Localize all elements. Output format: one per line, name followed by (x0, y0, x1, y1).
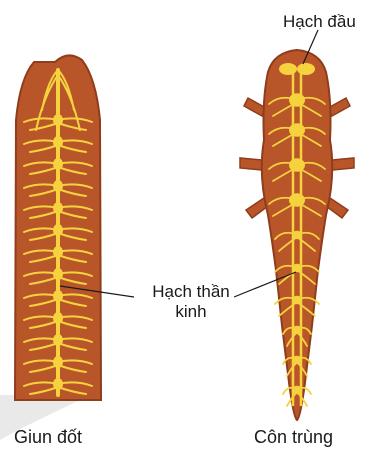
insect-head-ganglion (297, 63, 315, 75)
insect-figure (240, 50, 354, 420)
label-earthworm: Giun đốt (14, 427, 82, 447)
label-head-ganglion: Hạch đầu (283, 12, 356, 32)
earthworm-figure (15, 55, 101, 400)
insect-head-ganglion (279, 63, 297, 75)
label-nerve-ganglion: Hạch thần kinh (136, 282, 246, 322)
label-insect: Côn trùng (254, 427, 333, 447)
label-nerve-ganglion-line2: kinh (136, 302, 246, 322)
label-nerve-ganglion-line1: Hạch thần (136, 282, 246, 302)
